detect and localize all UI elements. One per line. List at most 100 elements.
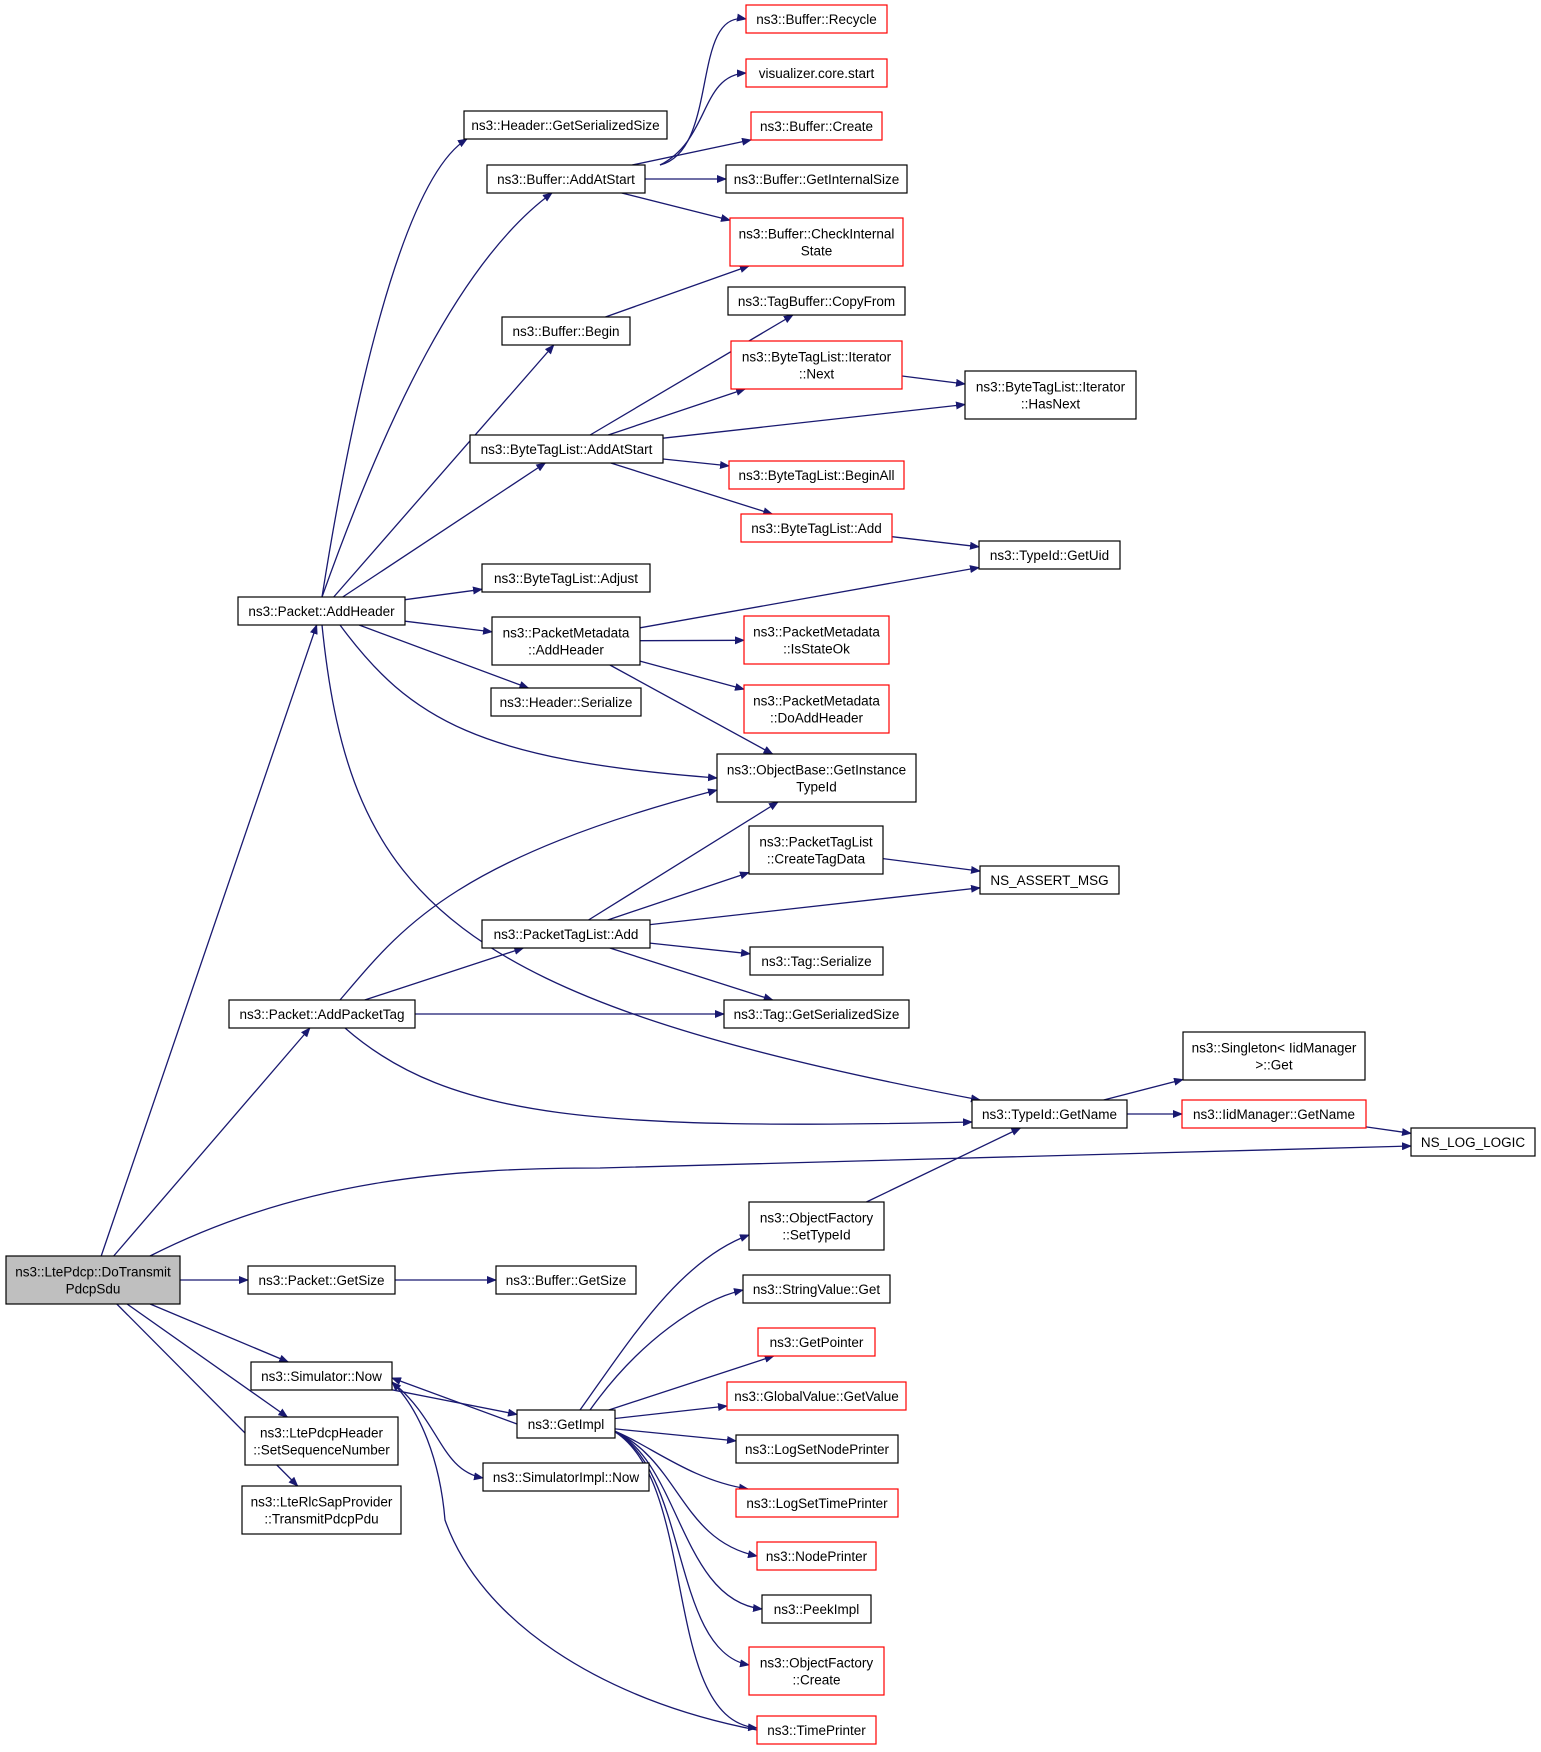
node-box: [5, 1255, 181, 1305]
node-n-simimpl-now[interactable]: ns3::SimulatorImpl::Now: [482, 1462, 650, 1492]
node-n-stringvalue-get[interactable]: ns3::StringValue::Get: [742, 1274, 891, 1304]
edge-n_buf_addatstart-to-n_buf_recycle: [659, 13, 747, 166]
node-box: [726, 1381, 907, 1411]
node-n-logsetnodeprinter[interactable]: ns3::LogSetNodePrinter: [735, 1434, 899, 1464]
edge-n_timeprinter-to-n_now: [391, 1381, 758, 1731]
edge-root-to-n_now: [149, 1303, 290, 1363]
node-n-ns-assert-msg[interactable]: NS_ASSERT_MSG: [979, 865, 1120, 895]
node-box: [730, 340, 903, 390]
node-box: [745, 58, 888, 88]
node-label: ns3::Singleton< IidManager: [1192, 1041, 1357, 1056]
node-n-addpackettag[interactable]: ns3::Packet::AddPacketTag: [228, 999, 416, 1029]
node-n-of-settypeid[interactable]: ns3::ObjectFactory::SetTypeId: [748, 1201, 885, 1251]
node-label: ns3::ObjectBase::GetInstance: [727, 763, 906, 778]
node-n-viz-start[interactable]: visualizer.core.start: [745, 58, 888, 88]
node-n-setseq[interactable]: ns3::LtePdcpHeader::SetSequenceNumber: [244, 1416, 399, 1466]
node-n-btl-adjust[interactable]: ns3::ByteTagList::Adjust: [481, 563, 651, 593]
node-n-btl-addatstart[interactable]: ns3::ByteTagList::AddAtStart: [469, 434, 664, 464]
node-box: [228, 999, 416, 1029]
node-n-peekimpl[interactable]: ns3::PeekImpl: [761, 1594, 872, 1624]
edge-n_getimpl-to-n_of_settypeid: [579, 1234, 750, 1411]
edge-n_btl_addatstart-to-n_btl_beginall: [662, 458, 730, 469]
node-n-buf-addatstart[interactable]: ns3::Buffer::AddAtStart: [486, 164, 646, 194]
node-n-tagbuf-copyfrom[interactable]: ns3::TagBuffer::CopyFrom: [727, 286, 906, 316]
node-n-addheader[interactable]: ns3::Packet::AddHeader: [237, 596, 406, 626]
node-n-of-create[interactable]: ns3::ObjectFactory::Create: [748, 1646, 885, 1696]
node-label: visualizer.core.start: [759, 66, 875, 81]
node-label: ns3::PacketMetadata: [753, 625, 880, 640]
node-n-pm-doaddheader[interactable]: ns3::PacketMetadata::DoAddHeader: [743, 684, 890, 734]
node-n-iidmgr-getname[interactable]: ns3::IidManager::GetName: [1181, 1099, 1367, 1129]
node-label: ::TransmitPdcpPdu: [264, 1512, 378, 1527]
node-n-typeid-getuid[interactable]: ns3::TypeId::GetUid: [978, 540, 1121, 570]
node-n-gv-getvalue[interactable]: ns3::GlobalValue::GetValue: [726, 1381, 907, 1411]
node-label: ns3::Packet::AddPacketTag: [239, 1007, 404, 1022]
edge-n_ptl_add-to-n_objbase_getinst: [588, 801, 779, 921]
edge-n_addpackettag-to-n_typeid_getname: [344, 1027, 973, 1127]
node-n-buf-getsize[interactable]: ns3::Buffer::GetSize: [495, 1265, 637, 1295]
node-n-logsettimeprinter[interactable]: ns3::LogSetTimePrinter: [735, 1488, 899, 1518]
node-label: ns3::Buffer::Recycle: [756, 12, 877, 27]
node-label: ns3::Header::Serialize: [500, 695, 633, 710]
node-box: [728, 460, 905, 490]
node-n-nodeprinter[interactable]: ns3::NodePrinter: [756, 1541, 877, 1571]
node-box: [247, 1265, 396, 1295]
node-box: [244, 1416, 399, 1466]
node-label: TypeId: [796, 780, 837, 795]
node-n-now[interactable]: ns3::Simulator::Now: [250, 1361, 393, 1391]
node-n-hdr-getsersize[interactable]: ns3::Header::GetSerializedSize: [463, 110, 668, 140]
node-n-ptl-createtagdata[interactable]: ns3::PacketTagList::CreateTagData: [748, 825, 884, 875]
node-n-buf-recycle[interactable]: ns3::Buffer::Recycle: [745, 4, 888, 34]
edge-n_getimpl-to-n_timeprinter: [611, 1429, 758, 1732]
node-box: [729, 217, 904, 267]
node-label: ns3::ByteTagList::Iterator: [976, 380, 1126, 395]
edge-n_iidmgr_getname-to-n_ns_log_logic: [1365, 1126, 1412, 1136]
edge-n_btl_addatstart-to-n_btl_it_next: [607, 388, 747, 436]
node-n-buf-create[interactable]: ns3::Buffer::Create: [750, 111, 883, 141]
edge-n_addheader-to-n_buf_begin: [333, 344, 555, 598]
edge-n_pm_addheader-to-n_pm_doaddheader: [639, 660, 745, 691]
node-box: [486, 164, 646, 194]
node-label: ns3::Tag::Serialize: [761, 954, 871, 969]
node-box: [748, 1646, 885, 1696]
node-n-btl-beginall[interactable]: ns3::ByteTagList::BeginAll: [728, 460, 905, 490]
node-label: ns3::Buffer::GetInternalSize: [734, 172, 900, 187]
node-label: ns3::ByteTagList::Adjust: [494, 571, 638, 586]
node-n-transmit[interactable]: ns3::LteRlcSapProvider::TransmitPdcpPdu: [241, 1485, 402, 1535]
node-n-getpointer[interactable]: ns3::GetPointer: [757, 1327, 876, 1357]
node-n-ptl-add[interactable]: ns3::PacketTagList::Add: [481, 919, 651, 949]
node-n-pm-isstateok[interactable]: ns3::PacketMetadata::IsStateOk: [743, 615, 890, 665]
node-n-buf-getinternalsize[interactable]: ns3::Buffer::GetInternalSize: [725, 164, 908, 194]
node-label: ns3::LtePdcp::DoTransmit: [15, 1265, 171, 1280]
node-n-timeprinter[interactable]: ns3::TimePrinter: [756, 1715, 877, 1745]
node-n-hdr-serialize[interactable]: ns3::Header::Serialize: [490, 687, 642, 717]
edge-n_btl_add-to-n_typeid_getuid: [891, 536, 980, 550]
edge-n_addpackettag-to-n_objbase_getinst: [339, 788, 718, 1001]
edge-n_btl_addatstart-to-n_btl_it_hasnext: [662, 401, 966, 439]
edge-n_buf_addatstart-to-n_buf_create: [632, 137, 752, 166]
node-n-getimpl[interactable]: ns3::GetImpl: [516, 1409, 616, 1439]
node-n-typeid-getname[interactable]: ns3::TypeId::GetName: [971, 1099, 1128, 1129]
node-n-singleton-get[interactable]: ns3::Singleton< IidManager >::Get: [1182, 1031, 1366, 1081]
node-n-tag-serialize[interactable]: ns3::Tag::Serialize: [749, 946, 884, 976]
node-label: ns3::GlobalValue::GetValue: [734, 1389, 899, 1404]
node-box: [250, 1361, 393, 1391]
node-n-btl-add[interactable]: ns3::ByteTagList::Add: [740, 513, 893, 543]
node-box: [516, 1409, 616, 1439]
node-label: ns3::ByteTagList::Add: [751, 521, 882, 536]
node-n-tag-getsersize[interactable]: ns3::Tag::GetSerializedSize: [723, 999, 910, 1029]
node-n-ns-log-logic[interactable]: NS_LOG_LOGIC: [1410, 1127, 1536, 1157]
edge-n_ptl_add-to-n_tag_getsersize: [609, 947, 774, 1002]
node-box: [740, 513, 893, 543]
edge-n_of_settypeid-to-n_typeid_getname: [866, 1127, 1022, 1203]
node-n-btl-it-hasnext[interactable]: ns3::ByteTagList::Iterator::HasNext: [964, 370, 1137, 420]
node-n-getsize-pkt[interactable]: ns3::Packet::GetSize: [247, 1265, 396, 1295]
node-label: ::HasNext: [1021, 397, 1081, 412]
node-n-pm-addheader[interactable]: ns3::PacketMetadata::AddHeader: [491, 616, 641, 666]
node-n-btl-it-next[interactable]: ns3::ByteTagList::Iterator::Next: [730, 340, 903, 390]
node-n-buf-begin[interactable]: ns3::Buffer::Begin: [501, 316, 631, 346]
